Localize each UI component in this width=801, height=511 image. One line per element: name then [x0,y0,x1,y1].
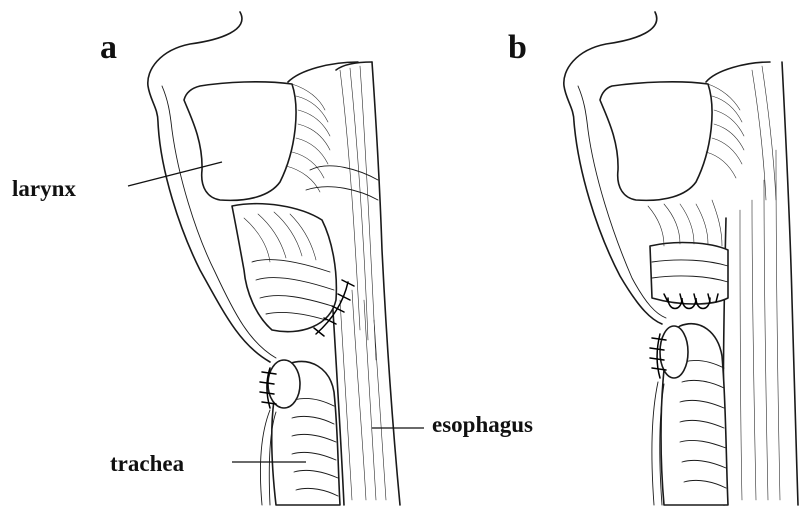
label-trachea: trachea [110,451,185,476]
panel-a-letter: a [100,29,117,66]
panel-b: b [508,12,798,505]
label-larynx: larynx [12,176,76,201]
panel-a-larynx [184,82,296,201]
panel-a: a [12,12,533,505]
label-esophagus: esophagus [432,412,533,437]
panel-b-larynx [600,82,712,201]
panel-b-esophagus-lines [740,66,780,500]
panel-b-cuff [650,243,728,304]
panel-b-letter: b [508,29,527,66]
